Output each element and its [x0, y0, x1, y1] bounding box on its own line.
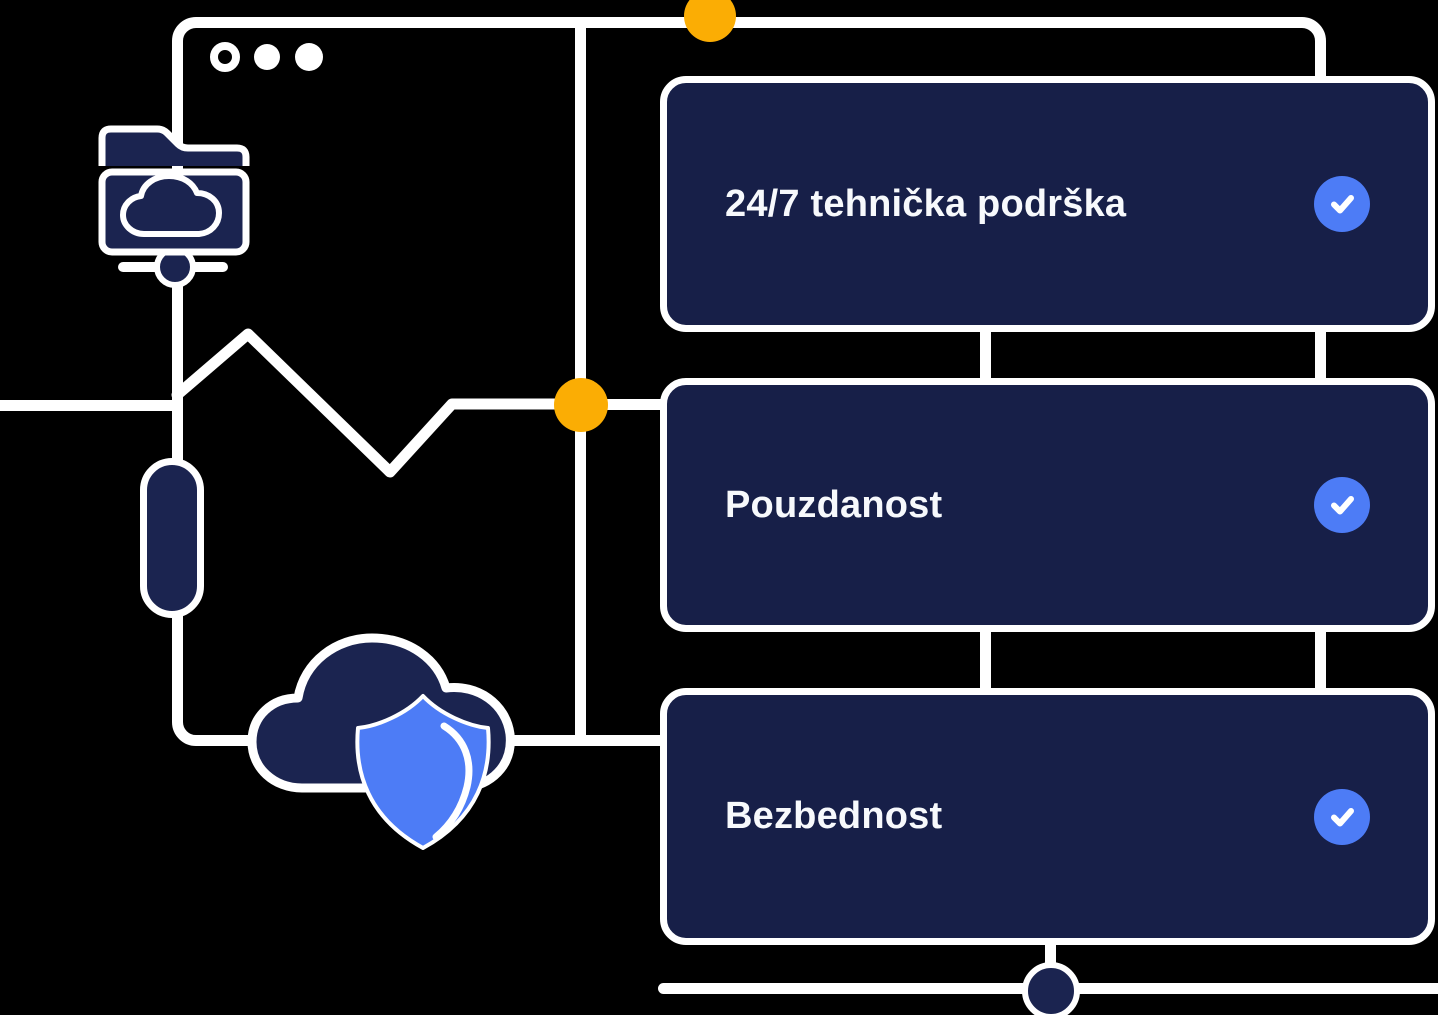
- feature-card-reliability: Pouzdanost: [660, 378, 1435, 632]
- feature-card-support: 24/7 tehnička podrška: [660, 76, 1435, 332]
- progress-bar: [725, 880, 1370, 892]
- checkmark-icon: [1331, 195, 1354, 214]
- window-control-dot-icon: [254, 44, 280, 70]
- checkmark-icon: [1331, 807, 1354, 826]
- status-badge: [1314, 176, 1370, 232]
- navy-dot-bottom: [1022, 962, 1080, 1015]
- feature-card-security: Bezbednost: [660, 688, 1435, 945]
- cloud-shield-icon: [247, 633, 515, 850]
- status-badge: [1314, 788, 1370, 845]
- status-badge: [1314, 477, 1370, 533]
- amber-dot-top: [684, 0, 736, 42]
- cloud-folder-icon: [98, 125, 250, 256]
- checkmark-icon: [1331, 496, 1354, 515]
- connector-horizontal-left: [0, 400, 176, 411]
- progress-bar: [725, 267, 1370, 279]
- connector-dot-to-card2: [578, 399, 670, 410]
- card-title: Bezbednost: [725, 795, 943, 837]
- connector-card1-card2: [980, 328, 991, 384]
- connector-card2-card3: [980, 628, 991, 692]
- connector-card3-bottom-dot: [1045, 938, 1056, 980]
- card-title: 24/7 tehnička podrška: [725, 182, 1127, 225]
- progress-bar: [725, 567, 1370, 579]
- amber-dot-middle: [554, 378, 608, 432]
- server-pill-icon: [140, 458, 204, 618]
- window-control-ring-dot-icon: [210, 42, 240, 72]
- card-title: Pouzdanost: [725, 483, 943, 526]
- window-control-dot-icon: [295, 43, 323, 71]
